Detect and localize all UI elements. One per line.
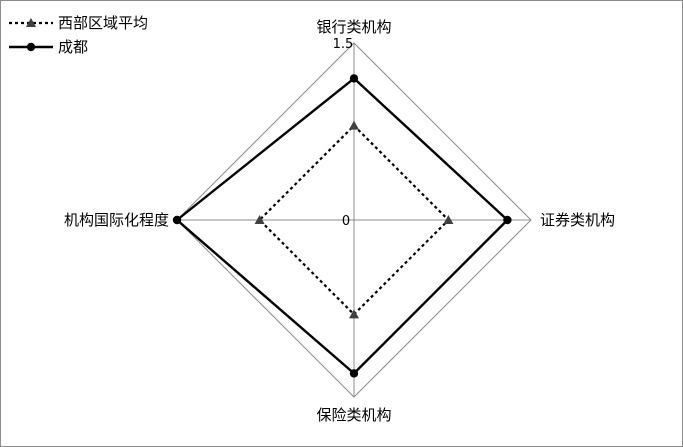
radar-grid <box>176 42 532 398</box>
circle-marker <box>26 42 36 52</box>
triangle-marker <box>254 215 265 224</box>
axis-label: 机构国际化程度 <box>64 211 169 229</box>
legend-item: 西部区域平均 <box>9 14 148 32</box>
series-west-average <box>254 120 454 319</box>
triangle-marker <box>349 309 359 319</box>
series-line <box>258 124 450 316</box>
triangle-marker <box>349 120 359 130</box>
legend-label: 西部区域平均 <box>58 14 148 32</box>
tick-label-min: 0 <box>342 214 350 229</box>
circle-marker <box>349 74 359 83</box>
circle-marker <box>503 215 512 225</box>
axis-label: 银行类机构 <box>316 18 391 36</box>
axis-label: 证券类机构 <box>540 211 615 229</box>
triangle-marker <box>443 215 454 224</box>
triangle-marker <box>26 18 36 27</box>
tick-label-max: 1.5 <box>333 37 354 52</box>
legend-label: 成都 <box>58 38 88 56</box>
circle-marker <box>172 215 182 225</box>
legend-item: 成都 <box>9 38 88 56</box>
axis-label: 保险类机构 <box>316 406 391 424</box>
series-chengdu <box>172 74 512 378</box>
radar-series <box>172 74 512 378</box>
circle-marker <box>349 369 359 378</box>
